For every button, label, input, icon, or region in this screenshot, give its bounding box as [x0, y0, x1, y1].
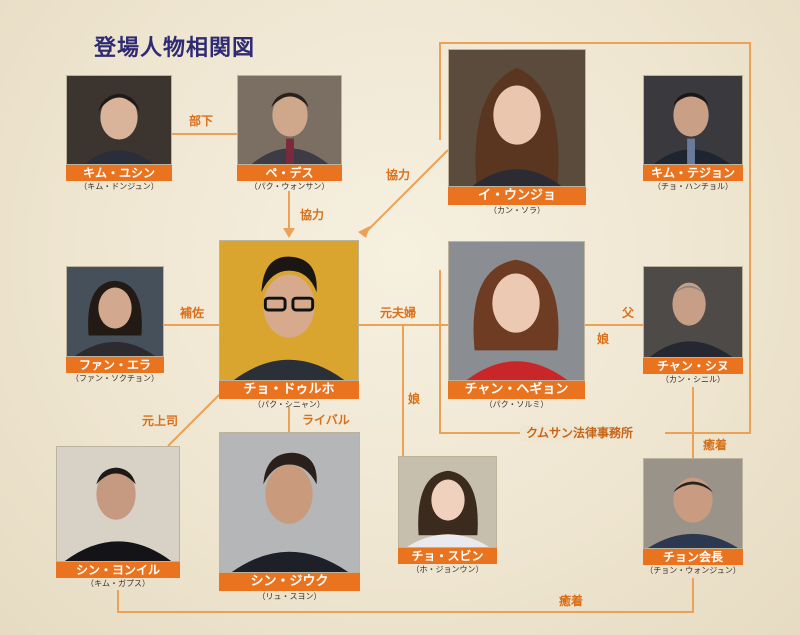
rel-rival: ライバル — [302, 413, 350, 427]
card-shin-jiuku[interactable]: シン・ジウク （リュ・スヨン） — [219, 432, 360, 607]
name-fan-era: ファン・エラ — [66, 357, 164, 373]
actor-kim-yusin: （キム・ドンジュン） — [79, 182, 159, 191]
card-shin-yonil[interactable]: シン・ヨンイル （キム・ガプス） — [56, 446, 180, 591]
chart-title: 登場人物相関図 — [94, 36, 256, 61]
arrow-kyoryoku-bae — [283, 228, 295, 238]
name-bae-desu: ペ・デス — [237, 165, 342, 181]
portrait-kim-tejon — [643, 75, 743, 165]
arrow-kyoryoku-lee — [358, 226, 370, 238]
portrait-chan-shinu — [643, 266, 743, 358]
card-chan-hegyon[interactable]: チャン・ヘギョン （パク・ソルミ） — [448, 241, 585, 416]
rel-buka: 部下 — [189, 114, 214, 128]
line-moto-joshi — [167, 394, 220, 447]
name-cho-durho: チョ・ドゥルホ — [219, 381, 359, 399]
rel-chichi: 父 — [622, 306, 635, 320]
portrait-bae-desu — [237, 75, 342, 165]
actor-chan-shinu: （カン・シニル） — [661, 375, 725, 384]
actor-kim-tejon: （チョ・ハンチョル） — [653, 182, 733, 191]
portrait-shin-jiuku — [219, 432, 360, 573]
rel-musume-hegyon: 娘 — [597, 332, 610, 346]
name-chan-hegyon: チャン・ヘギョン — [448, 381, 585, 399]
portrait-cho-durho — [219, 240, 359, 381]
rel-kyoryoku-bae: 協力 — [300, 208, 325, 222]
name-chan-shinu: チャン・シヌ — [643, 358, 743, 374]
rel-moto-joshi: 元上司 — [142, 414, 179, 428]
actor-bae-desu: （パク・ウォンサン） — [249, 182, 330, 191]
actor-chan-hegyon: （パク・ソルミ） — [484, 400, 549, 409]
card-cho-subin[interactable]: チョ・スビン （ホ・ジョンウン） — [398, 456, 497, 577]
rel-moto-fufu: 元夫婦 — [380, 306, 417, 320]
line-kyoryoku-lee — [365, 149, 449, 233]
portrait-lee-unjo — [448, 49, 586, 187]
portrait-shin-yonil — [56, 446, 180, 562]
name-lee-unjo: イ・ウンジョ — [448, 187, 586, 205]
rel-musume-subin: 娘 — [408, 392, 421, 406]
firm-label: クムサン法律事務所 — [520, 425, 640, 441]
name-shin-jiuku: シン・ジウク — [219, 573, 360, 591]
card-kim-yusin[interactable]: キム・ユシン （キム・ドンジュン） — [66, 75, 172, 194]
portrait-kim-yusin — [66, 75, 172, 165]
rel-kyoryoku-lee: 協力 — [386, 168, 411, 182]
card-chan-shinu[interactable]: チャン・シヌ （カン・シニル） — [643, 266, 743, 387]
card-cho-durho[interactable]: チョ・ドゥルホ （パク・シニャン） — [219, 240, 359, 418]
card-fan-era[interactable]: ファン・エラ （ファン・ソクチョン） — [66, 266, 164, 386]
actor-lee-unjo: （カン・ソラ） — [489, 206, 545, 215]
actor-chon-kaicho: （チョン・ウォンジュン） — [645, 566, 741, 575]
name-kim-tejon: キム・テジョン — [643, 165, 743, 181]
portrait-fan-era — [66, 266, 164, 357]
actor-shin-yonil: （キム・ガプス） — [86, 579, 150, 588]
portrait-chon-kaicho — [643, 458, 743, 549]
name-chon-kaicho: チョン会長 — [643, 549, 743, 565]
actor-shin-jiuku: （リュ・スヨン） — [257, 592, 322, 601]
firm-boundary — [439, 42, 751, 434]
name-kim-yusin: キム・ユシン — [66, 165, 172, 181]
name-shin-yonil: シン・ヨンイル — [56, 562, 180, 578]
rel-yuchaku-bottom: 癒着 — [559, 594, 584, 608]
portrait-chan-hegyon — [448, 241, 585, 381]
card-chon-kaicho[interactable]: チョン会長 （チョン・ウォンジュン） — [643, 458, 743, 578]
line-yuchaku-bottom — [117, 578, 694, 613]
actor-cho-durho: （パク・シニャン） — [253, 400, 325, 409]
actor-cho-subin: （ホ・ジョンウン） — [411, 565, 484, 574]
card-bae-desu[interactable]: ペ・デス （パク・ウォンサン） — [237, 75, 342, 194]
portrait-cho-subin — [398, 456, 497, 548]
rel-hosa: 補佐 — [180, 306, 205, 320]
card-lee-unjo[interactable]: イ・ウンジョ （カン・ソラ） — [448, 49, 586, 219]
actor-fan-era: （ファン・ソクチョン） — [71, 374, 159, 383]
card-kim-tejon[interactable]: キム・テジョン （チョ・ハンチョル） — [643, 75, 743, 194]
rel-yuchaku-shinu: 癒着 — [703, 438, 728, 452]
name-cho-subin: チョ・スビン — [398, 548, 497, 564]
